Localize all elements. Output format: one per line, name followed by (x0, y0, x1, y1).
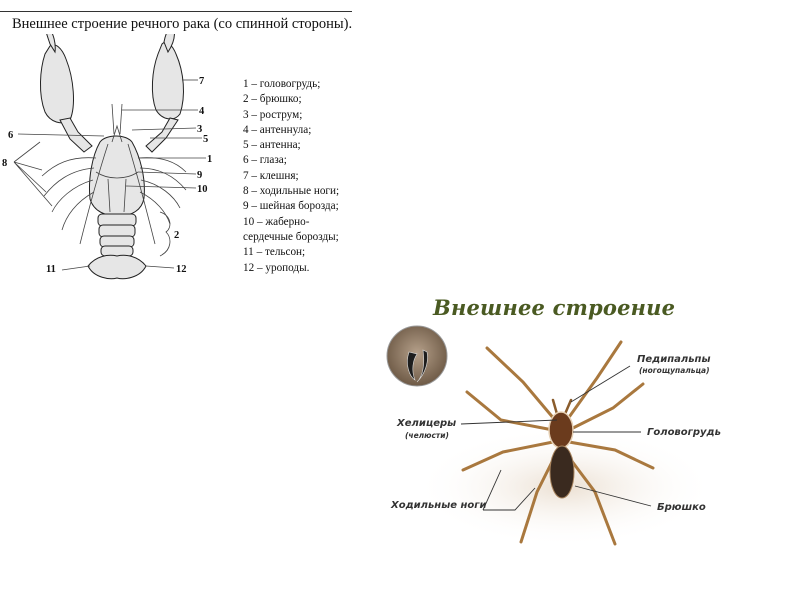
leader-chelicerae (460, 419, 558, 425)
spider-title: Внешнее строение (433, 295, 676, 320)
crayfish-figure: Внешнее строение речного рака (со спинно… (0, 0, 360, 290)
spider-abdomen (549, 445, 575, 499)
crayfish-title: Внешнее строение речного рака (со спинно… (12, 16, 353, 32)
walking-leg-l3 (51, 179, 94, 213)
leader-abdomen (574, 485, 652, 507)
abdomen-seg-4 (100, 245, 134, 257)
legend-item: 9 – шейная борозда; (243, 200, 339, 213)
left-claw (40, 44, 74, 124)
legend-item: 6 – глаза; (243, 154, 287, 167)
leader-9 (137, 171, 197, 175)
walking-leg-r3 (140, 179, 181, 209)
num-label-6: 6 (8, 130, 13, 141)
spider-cephalothorax (548, 411, 574, 449)
num-label-5: 5 (203, 134, 208, 145)
num-label-1: 1 (207, 154, 212, 165)
num-label-3: 3 (197, 124, 202, 135)
label-chelicerae: Хелицеры (396, 418, 456, 429)
legend-item: 2 – брюшко; (243, 93, 302, 106)
num-label-12: 12 (176, 264, 187, 275)
legend-item: 3 – рострум; (243, 108, 303, 121)
leader-10 (125, 185, 197, 189)
leg-3-left (461, 440, 555, 472)
num-label-2: 2 (174, 230, 179, 241)
uropods-shape (87, 254, 147, 280)
walking-leg-r2 (139, 167, 187, 191)
leg-2-left (465, 390, 555, 432)
walking-leg-r1 (137, 157, 187, 173)
num-label-10: 10 (197, 184, 208, 195)
leader-8 (13, 141, 53, 207)
leg-front-right (565, 340, 623, 422)
pedipalp-right (563, 398, 573, 416)
label-cephalothorax: Головогрудь (647, 427, 721, 438)
num-label-8: 8 (2, 158, 7, 169)
top-rule (0, 11, 352, 12)
num-label-4: 4 (199, 106, 205, 117)
legend-item: 12 – уроподы. (243, 261, 310, 274)
legend-item: 4 – антеннула; (243, 123, 312, 136)
walking-leg-l4 (61, 191, 95, 231)
num-label-11: 11 (46, 264, 56, 275)
crayfish-drawing: 7 4 3 5 6 1 8 9 10 2 11 12 (2, 34, 212, 280)
leg-front-left (485, 346, 557, 422)
legend-item: 1 – головогрудь; (243, 78, 321, 90)
leader-6 (17, 133, 105, 137)
walking-leg-r4 (139, 191, 171, 225)
antenna-right (127, 143, 156, 245)
leader-3 (131, 127, 197, 131)
chelicerae-inset (386, 325, 448, 387)
leader-11 (61, 265, 91, 271)
legend-item: 10 – жаберно- (243, 215, 310, 228)
label-abdomen: Брюшко (657, 502, 706, 513)
spider-figure: Педипальпы (ногощупальца) Хелицеры (челю… (375, 292, 737, 557)
leader-pedipalps (570, 365, 631, 403)
leader-2 (159, 211, 171, 257)
crayfish-legend: 1 – головогрудь; 2 – брюшко; 3 – рострум… (243, 77, 339, 276)
num-label-9: 9 (197, 170, 202, 181)
right-arm (145, 117, 179, 153)
abdomen-seg-2 (98, 224, 136, 238)
legend-item: 7 – клешня; (243, 169, 299, 182)
legend-item: сердечные борозды; (243, 230, 339, 243)
leader-walking-legs-2 (482, 469, 502, 511)
spider-drawing: Педипальпы (ногощупальца) Хелицеры (челю… (386, 325, 721, 547)
legend-item: 8 – ходильные ноги; (243, 185, 340, 198)
walking-leg-l1 (41, 157, 97, 177)
cephalothorax-shape (89, 135, 145, 217)
abdomen-seg-1 (97, 213, 137, 227)
rostrum (111, 124, 123, 143)
num-label-7: 7 (199, 76, 204, 87)
antennula (111, 103, 123, 135)
right-claw-finger (163, 34, 175, 54)
leg-4-right (563, 450, 617, 546)
label-pedipalps-note: (ногощупальца) (639, 366, 710, 375)
abdomen-seg-3 (99, 235, 135, 248)
right-claw (151, 41, 184, 120)
legend-item: 11 – тельсон; (243, 246, 306, 259)
legend-item: 5 – антенна; (243, 139, 301, 152)
leg-3-right (567, 440, 655, 470)
label-walking-legs: Ходильные ноги (390, 500, 487, 511)
leg-2-right (567, 382, 645, 432)
leader-12 (145, 265, 175, 269)
antenna-left (79, 143, 109, 245)
label-chelicerae-note: (челюсти) (405, 431, 449, 440)
label-pedipalps: Педипальпы (637, 354, 711, 365)
leader-walking-legs (483, 487, 536, 511)
walking-leg-l2 (43, 167, 95, 197)
pedipalp-left (551, 398, 559, 416)
left-claw-finger (46, 34, 56, 54)
branchio-cardiac-grooves (107, 178, 127, 213)
